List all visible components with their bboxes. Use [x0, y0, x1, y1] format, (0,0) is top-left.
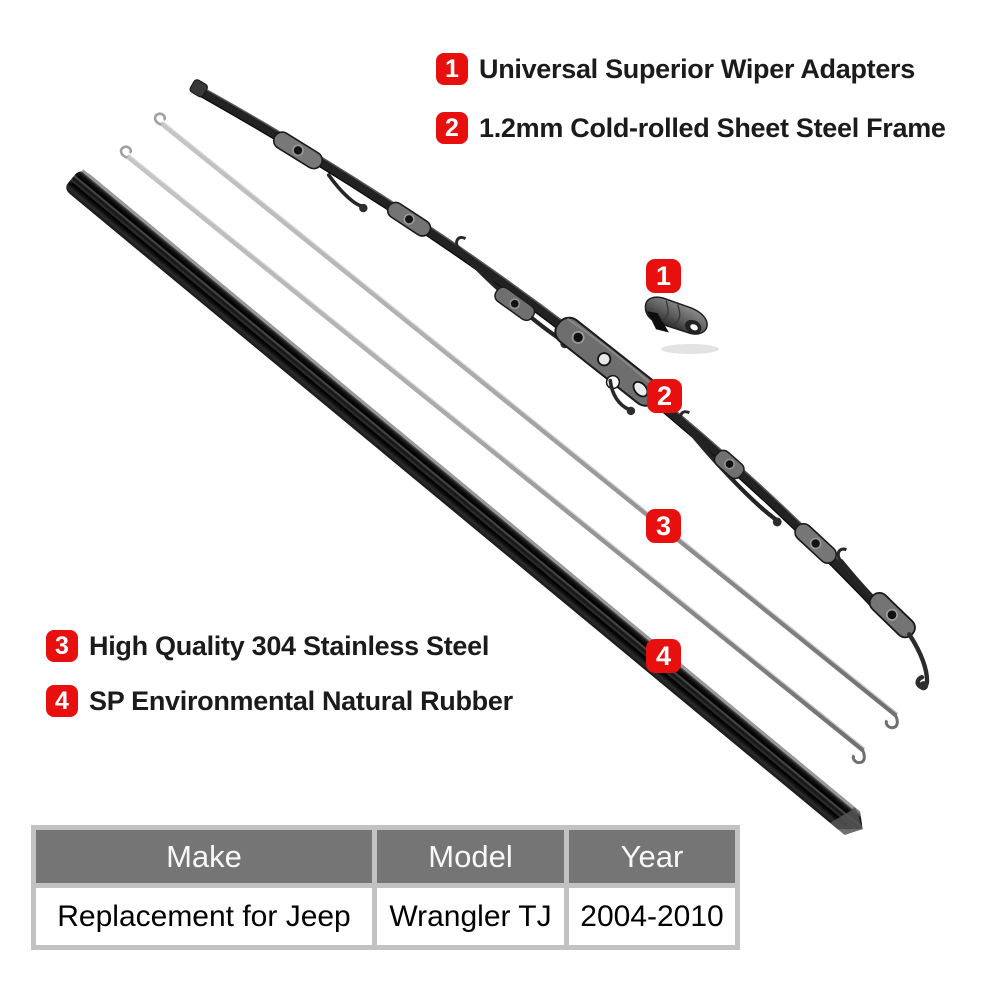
marker-3-number: 3 [655, 510, 672, 541]
wiper-adapter-illustration [644, 296, 708, 335]
fitment-header-year: Year [569, 830, 735, 883]
callout-2-label: 1.2mm Cold-rolled Sheet Steel Frame [479, 112, 946, 143]
marker-3-badge: 3 [646, 509, 681, 543]
callout-4-label: SP Environmental Natural Rubber [89, 685, 513, 716]
fitment-cell-make: Replacement for Jeep [36, 888, 372, 945]
marker-1-number: 1 [655, 260, 672, 291]
marker-1-badge: 1 [646, 259, 681, 293]
adapter-shadow [661, 344, 719, 354]
callout-1-label: Universal Superior Wiper Adapters [479, 53, 915, 84]
callout-3-badge: 3 [46, 630, 78, 662]
marker-4-badge: 4 [646, 639, 681, 673]
fitment-table: Make Model Year Replacement for Jeep Wra… [31, 825, 740, 950]
marker-2-badge: 2 [647, 379, 682, 413]
callout-steel: 3 High Quality 304 Stainless Steel [46, 630, 489, 662]
rubber-refill-illustration [66, 169, 863, 836]
marker-4-number: 4 [655, 640, 672, 671]
marker-2-number: 2 [656, 380, 673, 411]
callout-frame: 2 1.2mm Cold-rolled Sheet Steel Frame [436, 112, 946, 144]
callout-3-label: High Quality 304 Stainless Steel [89, 630, 490, 661]
callout-1-badge: 1 [436, 53, 468, 85]
wiper-frame-illustration [189, 79, 930, 691]
fitment-cell-model: Wrangler TJ [377, 888, 564, 945]
callout-adapters: 1 Universal Superior Wiper Adapters [436, 53, 915, 85]
callout-4-badge: 4 [46, 685, 78, 717]
fitment-header-make: Make [36, 830, 372, 883]
steel-strip-lower-illustration [119, 145, 866, 765]
fitment-header-model: Model [377, 830, 564, 883]
steel-strip-upper-illustration [153, 112, 899, 730]
callout-2-badge: 2 [436, 112, 468, 144]
fitment-cell-year: 2004-2010 [569, 888, 735, 945]
callout-rubber: 4 SP Environmental Natural Rubber [46, 685, 513, 717]
